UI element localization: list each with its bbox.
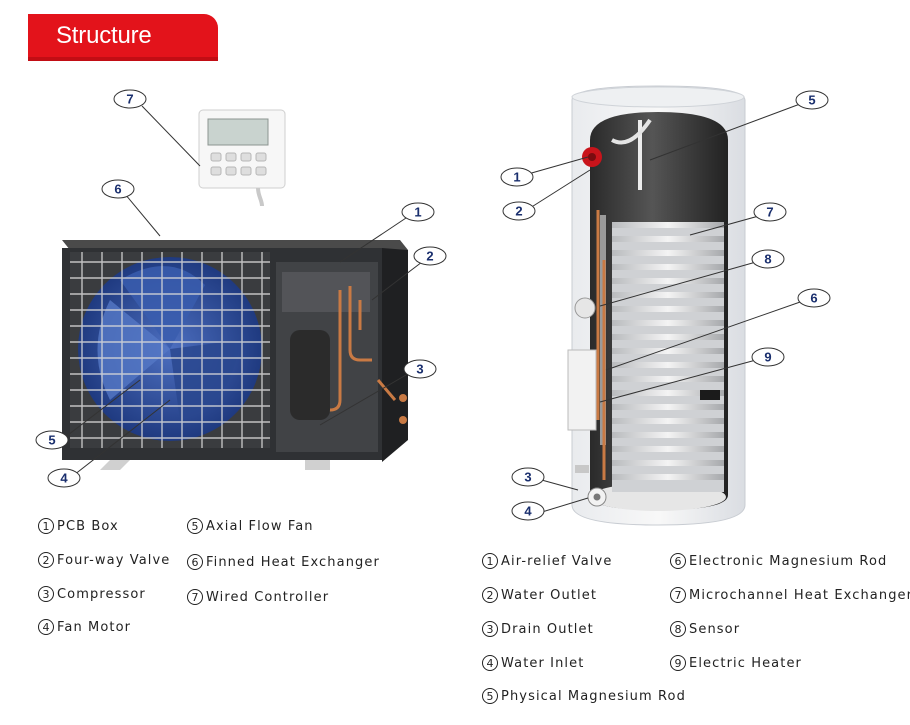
callout-number: 1 bbox=[414, 205, 421, 220]
legend-number: 7 bbox=[670, 587, 686, 603]
legend-item: 2 Four-way Valve bbox=[38, 552, 170, 568]
legend-number: 2 bbox=[38, 552, 54, 568]
legend-label: Air-relief Valve bbox=[501, 553, 613, 569]
callout-number: 6 bbox=[114, 182, 121, 197]
legend-label: Electronic Magnesium Rod bbox=[689, 553, 888, 569]
legend-number: 4 bbox=[38, 619, 54, 635]
tank-callout-numbers: 5 1 2 7 8 6 9 3 4 bbox=[513, 93, 817, 519]
legend-label: Microchannel Heat Exchanger bbox=[689, 587, 910, 603]
tank-callout-badges bbox=[500, 90, 831, 521]
legend-item: 8 Sensor bbox=[670, 621, 740, 637]
legend-label: Wired Controller bbox=[206, 589, 330, 605]
legend-item: 3 Compressor bbox=[38, 586, 146, 602]
legend-label: Drain Outlet bbox=[501, 621, 594, 637]
legend-label: Physical Magnesium Rod bbox=[501, 688, 686, 704]
legend-label: Four-way Valve bbox=[57, 552, 171, 568]
legend-label: Axial Flow Fan bbox=[206, 518, 314, 534]
legend-label: Compressor bbox=[57, 586, 146, 602]
outdoor-callout-lines bbox=[63, 105, 423, 476]
legend-number: 4 bbox=[482, 655, 498, 671]
outdoor-unit bbox=[62, 240, 408, 470]
legend-item: 7 Microchannel Heat Exchanger bbox=[670, 587, 910, 603]
legend-label: Water Outlet bbox=[501, 587, 598, 603]
legend-number: 5 bbox=[482, 688, 498, 704]
callout-number: 4 bbox=[60, 471, 68, 486]
legend-number: 2 bbox=[482, 587, 498, 603]
callout-number: 4 bbox=[524, 504, 532, 519]
legend-item: 6 Electronic Magnesium Rod bbox=[670, 553, 887, 569]
legend-number: 6 bbox=[187, 554, 203, 570]
legend-item: 6 Finned Heat Exchanger bbox=[187, 554, 380, 570]
legend-number: 1 bbox=[38, 518, 54, 534]
section-title: Structure bbox=[56, 22, 152, 49]
legend-label: Sensor bbox=[689, 621, 741, 637]
legend-number: 8 bbox=[670, 621, 686, 637]
legend-item: 1 Air-relief Valve bbox=[482, 553, 612, 569]
legend-item: 3 Drain Outlet bbox=[482, 621, 594, 637]
callout-number: 8 bbox=[764, 252, 771, 267]
callout-number: 7 bbox=[126, 92, 133, 107]
coil-heat-exchanger bbox=[612, 222, 724, 492]
callout-number: 7 bbox=[766, 205, 773, 220]
legend-number: 9 bbox=[670, 655, 686, 671]
wired-controller bbox=[198, 109, 286, 207]
legend-number: 5 bbox=[187, 518, 203, 534]
callout-number: 3 bbox=[524, 470, 531, 485]
legend-number: 7 bbox=[187, 589, 203, 605]
legend-item: 1 PCB Box bbox=[38, 518, 119, 534]
legend-item: 4 Water Inlet bbox=[482, 655, 584, 671]
legend-number: 6 bbox=[670, 553, 686, 569]
section-header: Structure bbox=[28, 14, 218, 58]
legend-item: 4 Fan Motor bbox=[38, 619, 131, 635]
callout-number: 2 bbox=[515, 204, 522, 219]
legend-label: PCB Box bbox=[57, 518, 119, 534]
legend-label: Finned Heat Exchanger bbox=[206, 554, 380, 570]
legend-item: 5 Axial Flow Fan bbox=[187, 518, 314, 534]
legend-item: 9 Electric Heater bbox=[670, 655, 802, 671]
legend-item: 2 Water Outlet bbox=[482, 587, 597, 603]
callout-number: 5 bbox=[48, 433, 55, 448]
callout-number: 5 bbox=[808, 93, 815, 108]
legend-label: Fan Motor bbox=[57, 619, 132, 635]
legend-number: 3 bbox=[38, 586, 54, 602]
legend-item: 5 Physical Magnesium Rod bbox=[482, 688, 686, 704]
header-underline bbox=[28, 57, 218, 61]
legend-item: 7 Wired Controller bbox=[187, 589, 329, 605]
callout-number: 6 bbox=[810, 291, 817, 306]
water-tank bbox=[567, 85, 746, 526]
legend-number: 1 bbox=[482, 553, 498, 569]
callout-number: 1 bbox=[513, 170, 520, 185]
tank-callout-lines bbox=[527, 103, 804, 513]
outdoor-callout-numbers: 7 6 1 2 3 5 4 bbox=[48, 92, 433, 486]
callout-number: 9 bbox=[764, 350, 771, 365]
legend-label: Water Inlet bbox=[501, 655, 585, 671]
legend-number: 3 bbox=[482, 621, 498, 637]
callout-number: 2 bbox=[426, 249, 433, 264]
outdoor-callout-badges bbox=[35, 89, 447, 488]
legend-label: Electric Heater bbox=[689, 655, 802, 671]
callout-number: 3 bbox=[416, 362, 423, 377]
